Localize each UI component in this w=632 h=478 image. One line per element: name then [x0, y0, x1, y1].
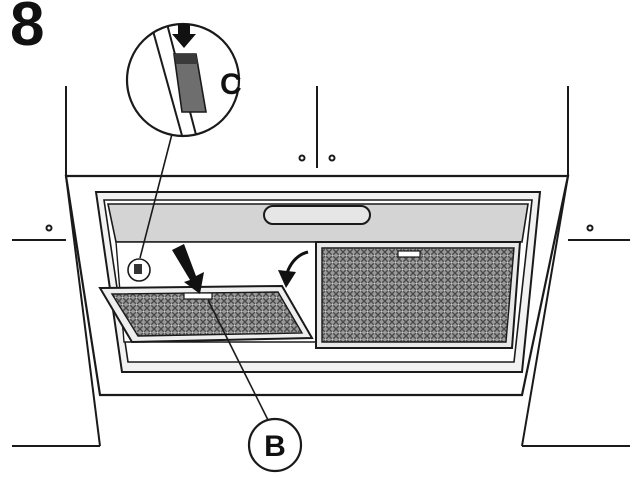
clip-detail-zoom: C	[125, 22, 242, 138]
step-number: 8	[10, 0, 45, 59]
clip-leader-line	[127, 133, 173, 282]
push-down-arrow	[172, 244, 204, 294]
removed-grease-filter	[98, 284, 314, 344]
installed-grease-filter	[315, 241, 522, 349]
tilt-arrow	[278, 250, 309, 288]
clip-callout-label: C	[220, 68, 242, 101]
filter-callout: B	[207, 299, 303, 473]
filter-callout-label: B	[264, 430, 286, 463]
